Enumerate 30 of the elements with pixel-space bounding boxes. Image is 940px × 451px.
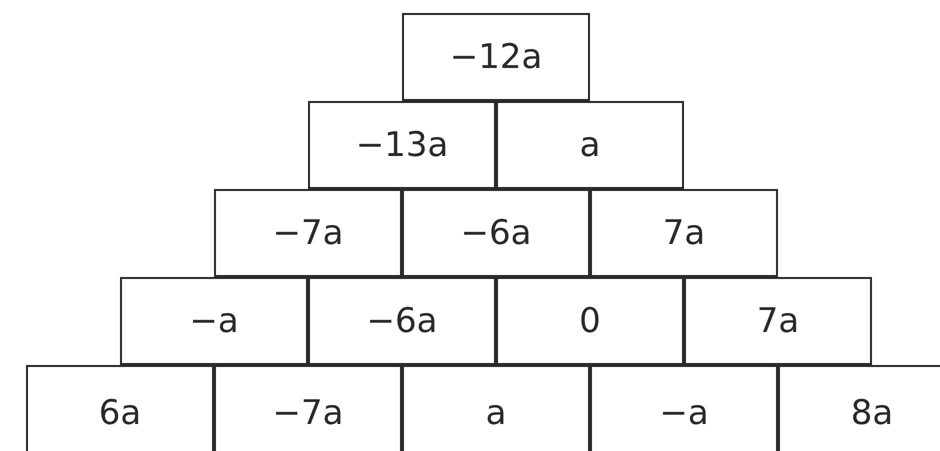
number-box	[308, 277, 496, 365]
number-box	[402, 189, 590, 277]
number-box	[214, 365, 402, 451]
expression-text: −7a	[272, 393, 344, 433]
number-box	[26, 365, 214, 451]
expression-text: 8a	[850, 393, 894, 433]
expression-text: −6a	[366, 301, 438, 341]
number-box	[496, 277, 684, 365]
expression-text: 0	[579, 301, 601, 341]
expression-text: −6a	[460, 213, 532, 253]
number-box	[496, 101, 684, 189]
number-box	[778, 365, 940, 451]
number-box	[590, 189, 778, 277]
expression-text: 6a	[98, 393, 142, 433]
number-box	[308, 101, 496, 189]
number-box	[590, 365, 778, 451]
expression-text: −a	[189, 301, 239, 341]
number-box	[684, 277, 872, 365]
expression-text: −7a	[272, 213, 344, 253]
number-box	[214, 189, 402, 277]
expression-text: a	[486, 393, 506, 433]
expression-text: −a	[659, 393, 709, 433]
expression-text: 7a	[756, 301, 800, 341]
expression-text: 7a	[662, 213, 706, 253]
number-box	[402, 365, 590, 451]
expression-text: −12a	[450, 37, 542, 77]
expression-text: a	[580, 125, 600, 165]
expression-text: −13a	[356, 125, 448, 165]
number-box	[120, 277, 308, 365]
number-box	[402, 13, 590, 101]
